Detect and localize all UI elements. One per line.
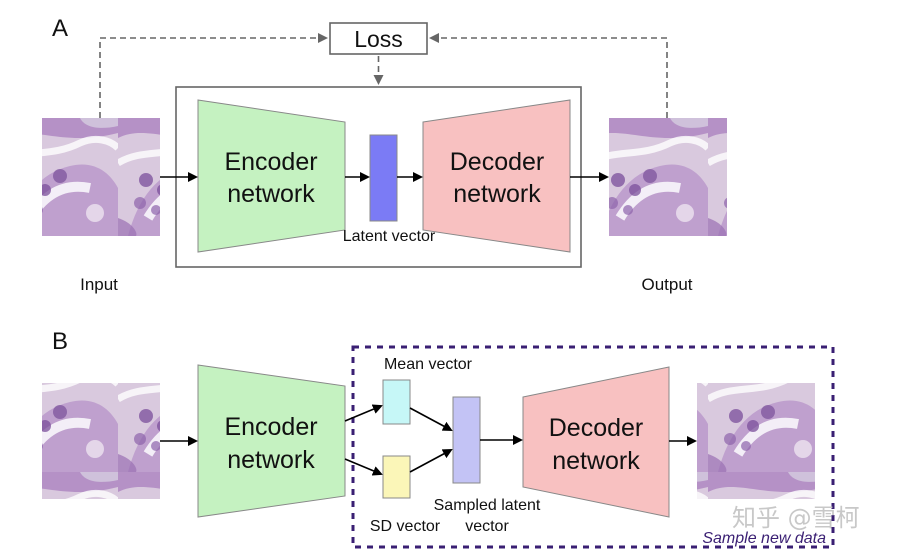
encoder-label-b-line2: network (227, 446, 315, 474)
loss-label: Loss (354, 26, 403, 52)
input-to-loss-dashed-arrow (99, 33, 328, 118)
output-caption: Output (641, 275, 692, 294)
encoder-network-b (197, 364, 346, 518)
decoder-label-a-line2: network (453, 180, 541, 208)
decoder-network-a (422, 99, 571, 253)
decoder-label-b-line2: network (552, 447, 640, 475)
arrow-mean-to-sampled (409, 407, 453, 431)
output-image-a (609, 118, 727, 236)
output-to-loss-dashed-arrow (429, 33, 668, 118)
latent-vector-label: Latent vector (343, 228, 436, 245)
sd-vector-label: SD vector (370, 518, 441, 535)
output-image-b (697, 383, 815, 499)
latent-vector-a (369, 134, 398, 222)
panel-a-label: A (52, 15, 68, 42)
sampled-latent-vector (452, 396, 481, 484)
loss-box (329, 22, 428, 55)
mean-vector (382, 379, 411, 425)
input-caption: Input (80, 275, 118, 294)
decoder-label-a-line1: Decoder (450, 148, 545, 176)
sd-vector (382, 455, 411, 499)
decoder-network-b (522, 366, 670, 518)
sample-new-data-region (351, 345, 835, 549)
watermark: 知乎 @雪柯 (732, 504, 860, 532)
arrow-sd-to-sampled (409, 449, 453, 473)
panel-b-label: B (52, 328, 68, 355)
encoder-label-a-line2: network (227, 180, 315, 208)
sampled-latent-label-line2: vector (465, 518, 509, 535)
mean-vector-label: Mean vector (384, 356, 473, 373)
sampled-latent-label-line1: Sampled latent (434, 497, 541, 514)
input-image-a (42, 118, 160, 236)
input-image-b (42, 383, 160, 499)
encoder-label-b-line1: Encoder (224, 413, 317, 441)
decoder-label-b-line1: Decoder (549, 414, 644, 442)
arrow-encoder-to-mean (344, 404, 383, 422)
encoder-label-a-line1: Encoder (224, 148, 317, 176)
encoder-network-a (197, 99, 346, 253)
arrow-encoder-to-sd (344, 458, 383, 476)
sample-new-data-caption: Sample new data (702, 530, 826, 547)
